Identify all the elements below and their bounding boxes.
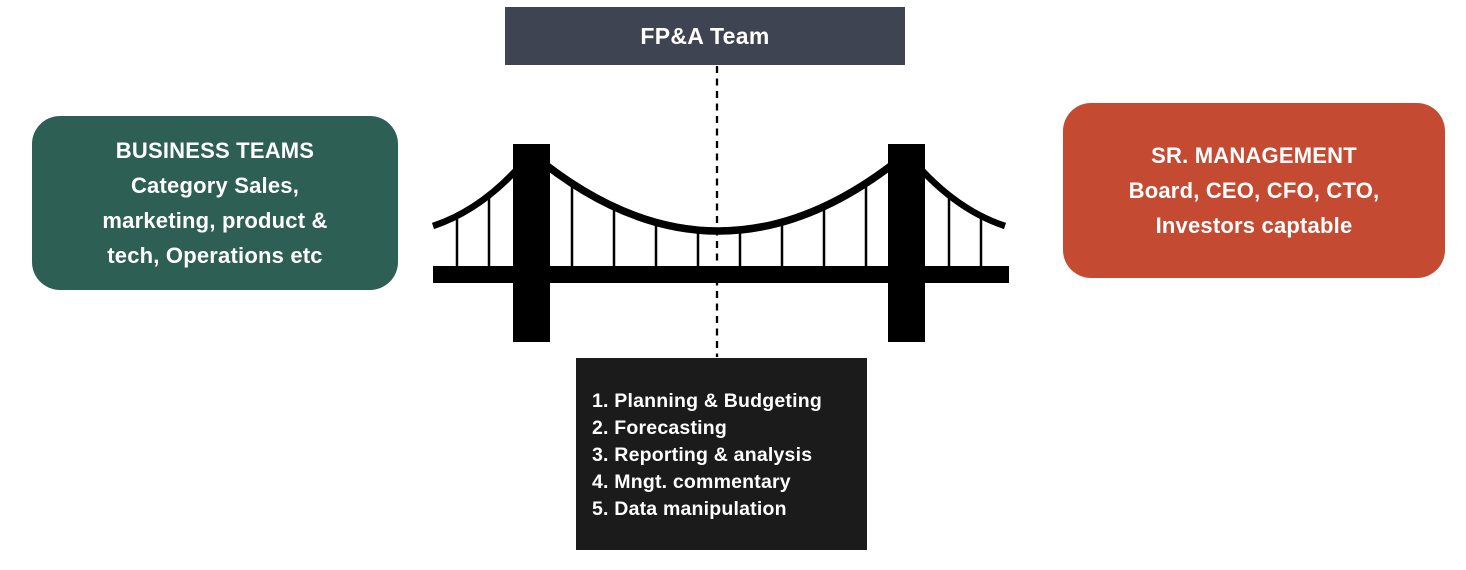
function-item: 3. Reporting & analysis (592, 444, 813, 466)
bridge-left-tower (513, 144, 550, 342)
fpa-team-label: FP&A Team (640, 22, 770, 49)
function-item: 2. Forecasting (592, 417, 728, 439)
sr-management-box: SR. MANAGEMENT Board, CEO, CFO, CTO, Inv… (1063, 103, 1445, 278)
function-item: 4. Mngt. commentary (592, 471, 791, 493)
business-teams-box: BUSINESS TEAMS Category Sales, marketing… (32, 116, 398, 290)
bridge-hangers (455, 183, 983, 270)
bridge-cables (431, 150, 1007, 235)
fpa-team-box: FP&A Team (505, 7, 905, 65)
fpa-functions-box: 1. Planning & Budgeting 2. Forecasting 3… (576, 358, 867, 550)
sr-management-subtitle: Board, CEO, CFO, CTO, Investors captable (1128, 178, 1380, 238)
sr-management-title: SR. MANAGEMENT (1151, 143, 1357, 168)
bridge-right-tower (888, 144, 925, 342)
function-item: 5. Data manipulation (592, 498, 787, 520)
bridge-deck (433, 266, 1009, 283)
business-teams-title: BUSINESS TEAMS (115, 138, 315, 163)
function-item: 1. Planning & Budgeting (592, 390, 822, 412)
business-teams-subtitle: Category Sales, marketing, product & tec… (102, 173, 328, 268)
